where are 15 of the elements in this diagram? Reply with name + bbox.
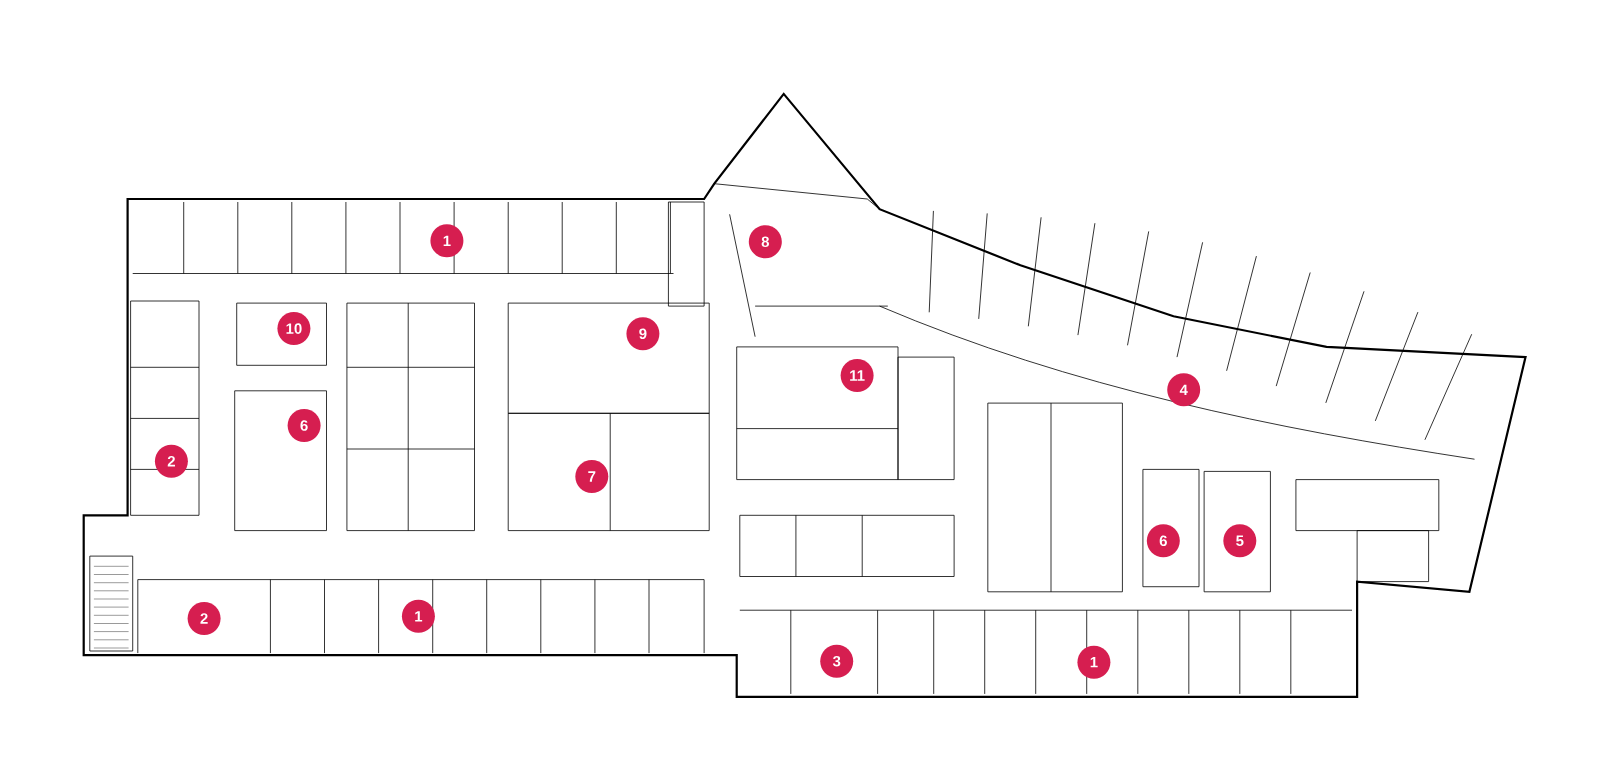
callout-number: 11 [840,359,874,392]
callout-number: 2 [154,444,188,478]
callout-number: 8 [748,225,782,259]
callout-number: 1 [401,599,435,633]
callout-number: 2 [187,601,221,635]
callout-number: 6 [1146,524,1180,558]
callout-number: 3 [820,644,854,678]
callout-number: 5 [1223,524,1257,558]
callout-number: 1 [1077,645,1111,679]
callout-number: 7 [575,460,609,493]
callout-number: 1 [430,224,464,258]
callout-number: 9 [626,317,660,351]
callout-number: 10 [277,312,311,346]
callout-number: 6 [287,409,321,442]
callout-number: 4 [1167,373,1201,407]
